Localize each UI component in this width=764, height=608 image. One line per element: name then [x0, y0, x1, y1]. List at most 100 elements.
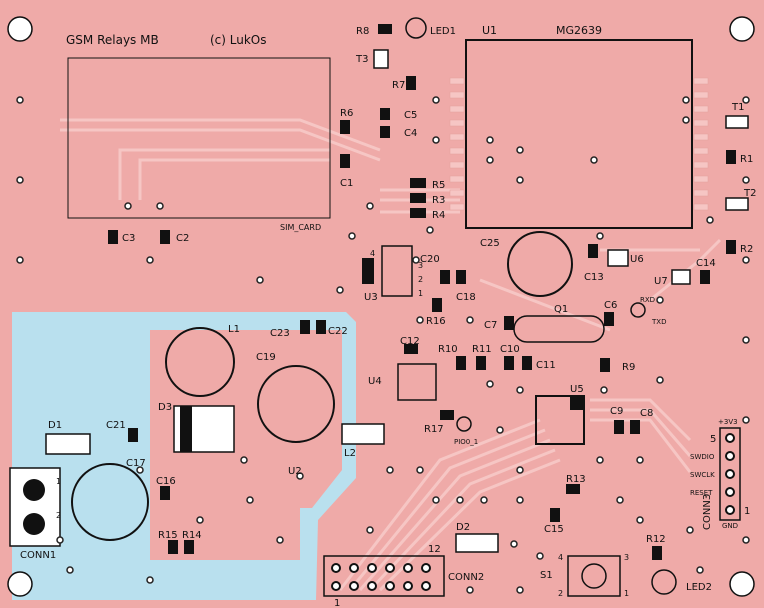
cap-c19: [257, 365, 335, 443]
board-author: (c) LukOs: [210, 33, 267, 47]
pad: [449, 175, 465, 183]
via: [536, 552, 544, 560]
diode-d3-band: [180, 406, 192, 452]
transistors: [373, 49, 749, 285]
board-title: GSM Relays MB: [66, 33, 159, 47]
pin-number-conn3-5: 5: [710, 434, 716, 445]
resistor-r11: [476, 356, 486, 370]
pin: [385, 581, 395, 591]
via: [432, 496, 440, 504]
label-r5: R5: [432, 180, 445, 191]
label-c17: C17: [126, 458, 146, 469]
pad: [693, 77, 709, 85]
swd-pins: [725, 433, 735, 515]
label-led2: LED2: [686, 582, 712, 593]
via: [486, 156, 494, 164]
label-r10: R10: [438, 344, 458, 355]
label-conn2: CONN2: [448, 572, 484, 583]
label-c23: C23: [270, 328, 290, 339]
trace: [348, 428, 546, 591]
pad: [693, 189, 709, 197]
pin: [385, 563, 395, 573]
trace: [368, 448, 556, 592]
via: [66, 566, 74, 574]
pad: [449, 161, 465, 169]
pin: [367, 581, 377, 591]
via: [432, 96, 440, 104]
smd-components: [108, 24, 736, 560]
traces: [60, 118, 722, 592]
isolated-area-inner: [150, 330, 342, 560]
label-reset: RESET: [690, 489, 713, 497]
via: [742, 176, 750, 184]
via: [636, 516, 644, 524]
label-l2: L2: [344, 448, 356, 459]
pad: [693, 175, 709, 183]
pad: [449, 119, 465, 127]
via: [590, 156, 598, 164]
label-r7: R7: [392, 80, 405, 91]
pin-number-s1-2: 2: [558, 589, 563, 598]
label-c15: C15: [544, 524, 564, 535]
label-r14: R14: [182, 530, 202, 541]
pin-number-u3-3: 3: [418, 261, 423, 270]
via: [136, 466, 144, 474]
label-txd: TXD: [651, 318, 666, 326]
label-conn3: CONN3: [702, 494, 713, 530]
cap-c11: [522, 356, 532, 370]
label-c5: C5: [404, 110, 417, 121]
label-t1: T1: [731, 102, 744, 113]
label-d3: D3: [158, 402, 172, 413]
resistor-r8: [378, 24, 392, 34]
label-c1: C1: [340, 178, 353, 189]
via: [682, 116, 690, 124]
via: [416, 466, 424, 474]
label-c10: C10: [500, 344, 520, 355]
via: [742, 536, 750, 544]
label-gnd: GND: [722, 522, 738, 530]
label-c21: C21: [106, 420, 126, 431]
label-c3: C3: [122, 233, 135, 244]
mounting-hole: [7, 16, 33, 42]
via: [386, 466, 394, 474]
round-components: [71, 231, 573, 541]
trace: [590, 398, 692, 442]
via: [336, 286, 344, 294]
module-pads: [449, 77, 709, 211]
resistor-r13: [566, 484, 580, 494]
label-r3: R3: [432, 195, 445, 206]
pin: [403, 563, 413, 573]
label-c18: C18: [456, 292, 476, 303]
cap-c15: [550, 508, 560, 522]
label-r9: R9: [622, 362, 635, 373]
label-u1: U1: [482, 24, 497, 37]
via: [256, 276, 264, 284]
label-rxd: RXD: [640, 296, 655, 304]
label-d1: D1: [48, 420, 62, 431]
cap-c1: [340, 154, 350, 168]
via: [742, 336, 750, 344]
via: [516, 386, 524, 394]
label-mg2639: MG2639: [556, 24, 602, 37]
via: [276, 536, 284, 544]
via: [16, 176, 24, 184]
via: [486, 380, 494, 388]
via: [456, 496, 464, 504]
pad: [693, 91, 709, 99]
via: [516, 586, 524, 594]
mounting-hole: [7, 571, 33, 597]
via: [196, 516, 204, 524]
label-c8: C8: [640, 408, 653, 419]
resistor-r2: [726, 240, 736, 254]
label-u4: U4: [368, 376, 382, 387]
pad: [693, 161, 709, 169]
via: [124, 202, 132, 210]
pin-number-s1-1: 1: [624, 589, 629, 598]
label-r6: R6: [340, 108, 353, 119]
trace: [378, 458, 561, 592]
resistor-r17: [440, 410, 454, 420]
cap-c14: [700, 270, 710, 284]
via: [240, 456, 248, 464]
pin: [421, 563, 431, 573]
